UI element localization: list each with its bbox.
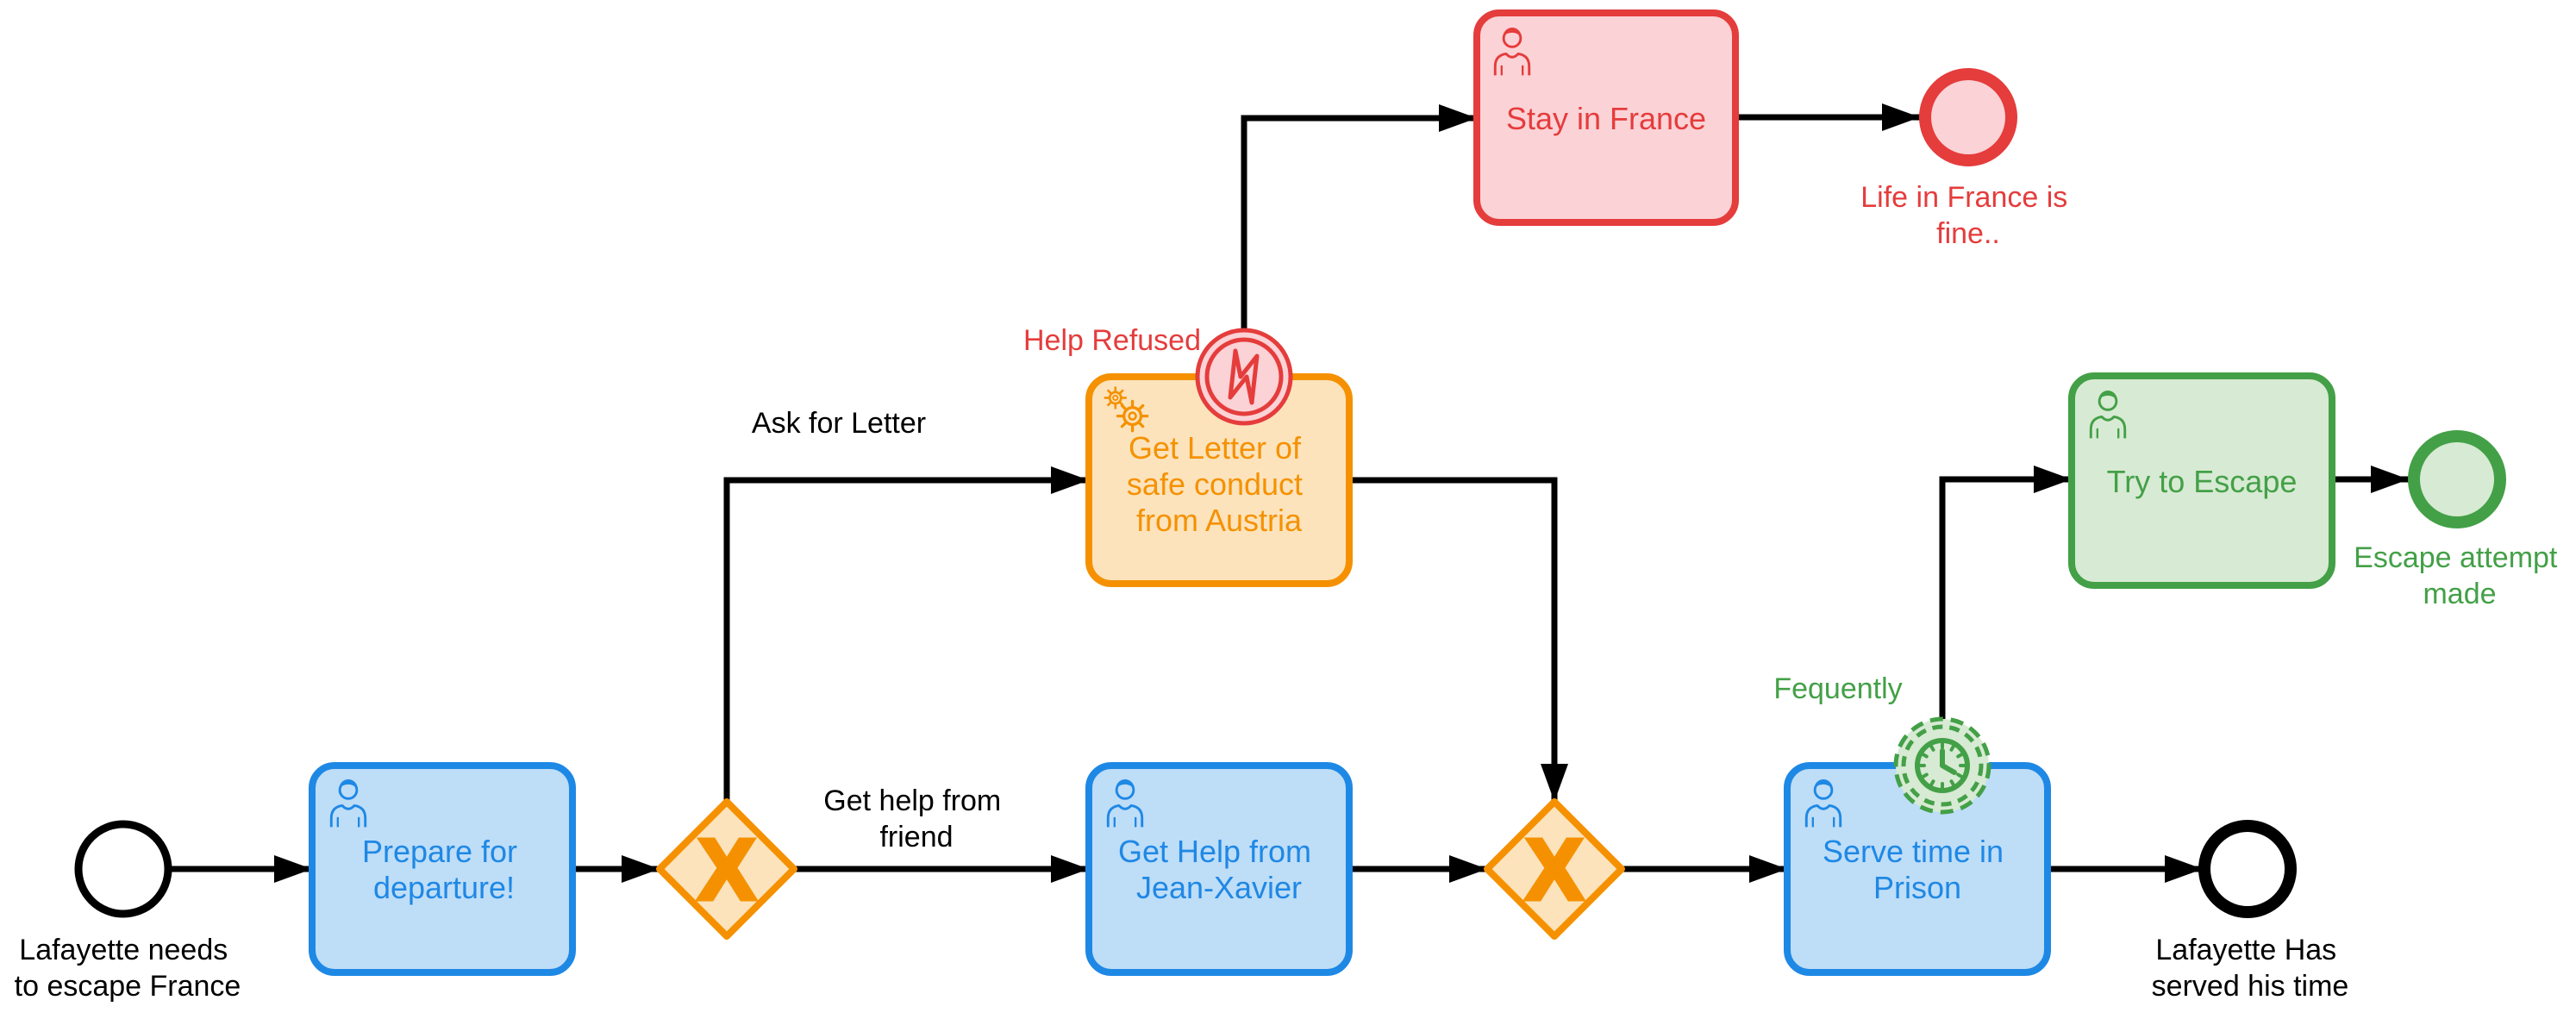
- label-help-refused: Help Refused: [1023, 324, 1201, 357]
- end-event-served-label: Lafayette Has served his time: [2152, 934, 2349, 1003]
- gateway-x-marker: X: [698, 822, 756, 918]
- task-label: Stay in France: [1506, 101, 1706, 136]
- task-label: Prepare for departure!: [362, 834, 526, 905]
- task-label: Get Letter of safe conduct from Austria: [1127, 430, 1311, 538]
- boundary-event-timer-frequently[interactable]: [1893, 716, 1991, 815]
- gateway-exclusive-split[interactable]: X: [656, 798, 797, 940]
- flow-error-to-stay-in-france[interactable]: [1241, 104, 1477, 330]
- timer-clock-icon: [1915, 738, 1970, 793]
- start-event-label: Lafayette needs to escape France: [15, 934, 241, 1003]
- start-event[interactable]: [74, 820, 172, 918]
- end-event-life-in-france[interactable]: [1919, 68, 2017, 166]
- gateway-x-marker: X: [1526, 822, 1584, 918]
- end-event-france-label: Life in France is fine..: [1860, 181, 2075, 250]
- end-event-escape-label: Escape attempt made: [2354, 541, 2566, 610]
- label-ask-for-letter: Ask for Letter: [752, 407, 926, 440]
- sequence-flows: [172, 103, 2409, 883]
- gateway-exclusive-join[interactable]: X: [1484, 798, 1625, 940]
- error-lightning-icon: [1228, 348, 1260, 405]
- task-try-to-escape[interactable]: Try to Escape: [2068, 372, 2335, 589]
- flow-gateway-to-get-letter[interactable]: [723, 466, 1089, 802]
- end-event-served-time[interactable]: [2198, 820, 2297, 918]
- task-label: Try to Escape: [2107, 464, 2298, 499]
- task-get-help-from-jean-xavier[interactable]: Get Help from Jean-Xavier: [1085, 762, 1353, 976]
- task-label: Get Help from Jean-Xavier: [1118, 834, 1320, 905]
- label-frequently: Fequently: [1773, 672, 1902, 705]
- boundary-event-error-help-refused[interactable]: [1195, 328, 1293, 426]
- task-label: Serve time in Prison: [1823, 834, 2012, 905]
- label-get-help-from-friend: Get help from friend: [823, 785, 1009, 853]
- flow-timer-to-try-escape[interactable]: [1939, 466, 2072, 719]
- task-prepare-for-departure[interactable]: Prepare for departure!: [309, 762, 576, 976]
- task-stay-in-france[interactable]: Stay in France: [1473, 9, 1739, 226]
- task-get-letter-of-safe-conduct[interactable]: Get Letter of safe conduct from Austria: [1085, 373, 1353, 587]
- end-event-escape-attempt[interactable]: [2408, 430, 2506, 528]
- task-serve-time-in-prison[interactable]: Serve time in Prison: [1784, 762, 2051, 976]
- flow-get-letter-to-join-gateway[interactable]: [1349, 477, 1568, 802]
